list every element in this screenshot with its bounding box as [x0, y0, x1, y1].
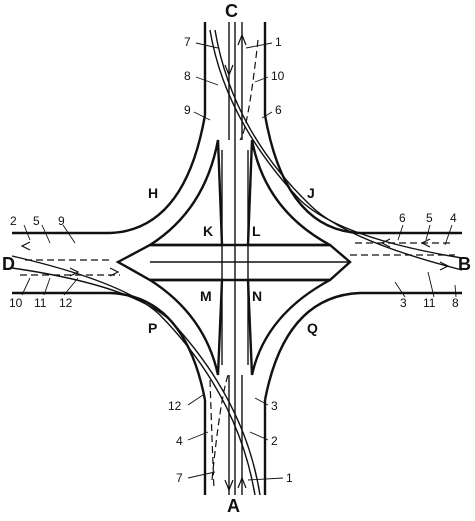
quadrant-label-P: P [148, 320, 157, 336]
leader-line [62, 224, 76, 244]
arrow-north [237, 33, 247, 46]
route-number: 1 [286, 471, 293, 485]
leader-line [245, 42, 273, 49]
route-number: 12 [168, 399, 182, 413]
ramp-flyover [11, 255, 256, 496]
leader-line [261, 111, 273, 119]
leader-line [23, 224, 31, 241]
route-dashed [239, 39, 259, 141]
node-label-D: D [2, 254, 15, 274]
leader-line [21, 277, 31, 296]
island-N [246, 278, 331, 376]
node-label-B: B [458, 254, 471, 274]
island-K [145, 139, 224, 247]
leader-line [249, 431, 269, 441]
route-number: 3 [271, 399, 278, 413]
island-L [246, 139, 331, 247]
leader-line [427, 271, 435, 298]
leader-line [425, 224, 431, 241]
route-number: 11 [423, 296, 436, 310]
island-M [145, 278, 224, 376]
ramp-J-outer [263, 114, 361, 235]
leader-line [193, 111, 211, 121]
quadrant-label-J: J [307, 185, 315, 201]
leader-line [254, 397, 269, 406]
arrow-north [237, 476, 247, 489]
arrow-south [224, 479, 234, 492]
leader-line [195, 76, 219, 86]
route-dashed [209, 379, 215, 491]
quadrant-label-H: H [148, 185, 158, 201]
leader-line [195, 42, 219, 49]
route-number: 11 [34, 296, 47, 310]
route-number: 9 [58, 214, 65, 228]
route-number: 6 [275, 103, 282, 117]
arrow-west [380, 238, 391, 248]
ramp-H-outer [109, 114, 207, 235]
ramp-Q-outer [263, 291, 361, 401]
inner-label-K: K [203, 223, 213, 239]
arrow-east [69, 267, 80, 277]
leader-line [187, 431, 209, 441]
route-dashed [211, 374, 229, 481]
leader-line [41, 224, 51, 244]
route-number: 1 [275, 35, 282, 49]
route-number: 8 [184, 69, 191, 83]
leader-line [63, 277, 79, 296]
ramp-P-outer [109, 291, 207, 401]
leader-line [454, 284, 457, 298]
route-number: 7 [176, 471, 183, 485]
arrow-west [420, 238, 431, 248]
route-number: 3 [400, 296, 407, 310]
inner-label-M: M [200, 288, 212, 304]
route-number: 10 [271, 69, 285, 83]
route-number: 2 [10, 214, 17, 228]
route-number: 6 [399, 211, 406, 225]
route-number: 4 [450, 211, 457, 225]
node-label-C: C [225, 1, 238, 21]
leader-line [187, 471, 216, 479]
leader-line [187, 394, 204, 406]
arrow-south [224, 64, 234, 77]
route-number: 2 [271, 434, 278, 448]
leader-line [247, 477, 284, 481]
leader-line [254, 76, 269, 83]
leader-line [444, 224, 453, 246]
route-number: 5 [426, 211, 433, 225]
route-number: 8 [452, 296, 459, 310]
inner-label-L: L [252, 223, 261, 239]
inner-label-N: N [252, 288, 262, 304]
leader-line [397, 224, 404, 241]
leader-line [43, 277, 51, 296]
route-number: 9 [184, 103, 191, 117]
leader-line [394, 281, 406, 298]
route-number: 5 [33, 214, 40, 228]
arrow-west [20, 241, 31, 251]
route-number: 10 [9, 296, 23, 310]
arrow-east [109, 267, 120, 277]
ramp-flyover [11, 267, 261, 496]
route-number: 12 [59, 296, 73, 310]
route-number: 4 [176, 434, 183, 448]
route-number: 7 [184, 35, 191, 49]
ramp-flyover [214, 29, 463, 271]
quadrant-label-Q: Q [307, 320, 318, 336]
node-label-A: A [227, 496, 240, 516]
arrow-east [439, 261, 450, 271]
